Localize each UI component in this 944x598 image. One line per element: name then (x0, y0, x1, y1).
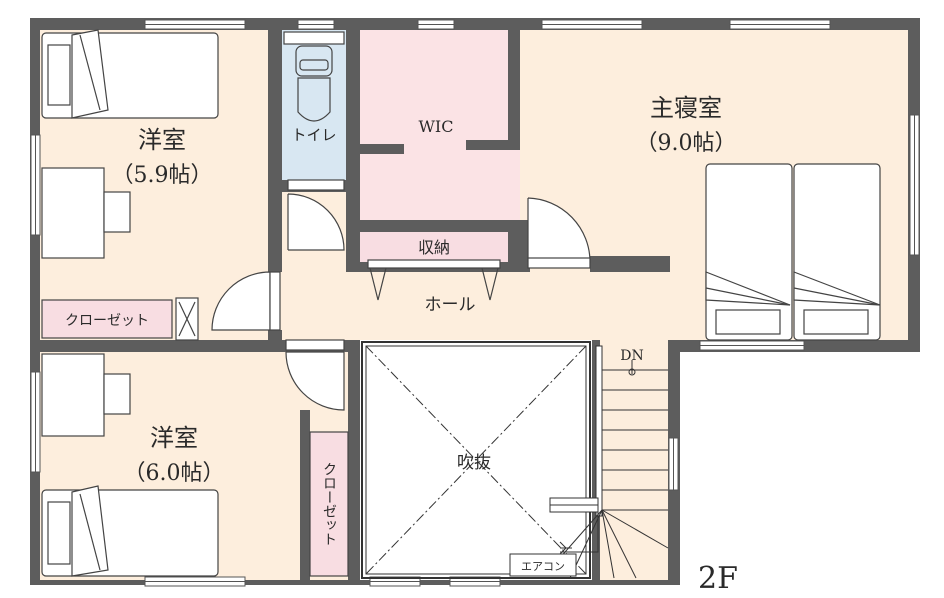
stair-handrail (595, 345, 603, 517)
folding-door (369, 267, 387, 301)
label-closet-2: クローゼット (321, 462, 337, 546)
door-swing-toilet (287, 193, 345, 251)
chair (103, 191, 131, 233)
floor-label: 2F (698, 561, 738, 596)
wall-master-south (590, 256, 670, 272)
door-frame (285, 339, 345, 351)
door-frame (287, 179, 345, 191)
door-swing-w2 (285, 351, 345, 411)
label-void: 吹抜 (457, 453, 491, 473)
floor-storage (360, 232, 508, 262)
pillow (47, 501, 71, 565)
bed-cover-fold (705, 271, 791, 306)
label-closet-1: クローゼット (65, 313, 149, 329)
desk (41, 167, 105, 259)
wall-w2-east (348, 340, 360, 585)
stair-arrow-origin (628, 368, 636, 376)
floor-hall (282, 180, 668, 580)
doors (211, 179, 591, 411)
closets (41, 297, 349, 577)
closet-1 (41, 299, 173, 339)
wall-master-west-stub (520, 220, 530, 272)
wall-w1-south (40, 340, 282, 352)
wall-w1-east (268, 30, 282, 270)
wall-wic-east (508, 30, 520, 150)
wall-toilet-east (346, 30, 360, 272)
label-air-conditioner: エアコン (521, 560, 565, 573)
room-name-western-2: 洋室 (150, 424, 198, 452)
label-hall: ホール (425, 295, 476, 315)
furniture (41, 29, 881, 577)
windows (30, 19, 920, 587)
closet-2 (309, 431, 349, 577)
wall-wic-mid-left (360, 144, 404, 154)
void-area (361, 341, 591, 579)
toilet-tank (283, 31, 345, 45)
void-border (361, 341, 591, 579)
room-name-master: 主寝室 (650, 94, 722, 122)
bed-cover-fold (793, 271, 881, 306)
pillow (803, 309, 869, 335)
room-name-western-1: 洋室 (138, 126, 186, 154)
room-size-master: （9.0帖） (636, 131, 737, 156)
floor-wic (360, 30, 520, 220)
room-size-western-2: （6.0帖） (124, 461, 225, 486)
door-swing-master (527, 197, 591, 263)
room-size-western-1: （5.9帖） (112, 163, 213, 188)
door-frame (527, 257, 591, 269)
chair (103, 373, 131, 415)
storage-door-track (367, 259, 501, 269)
pillow (47, 44, 71, 106)
label-storage: 収納 (418, 238, 450, 257)
void-inner (365, 345, 587, 575)
door-frame (269, 271, 281, 331)
wall-wic-mid-right (466, 140, 520, 150)
pillow (715, 309, 781, 335)
folding-door (481, 267, 499, 301)
wall-w2-east-2 (300, 410, 310, 585)
stairs (549, 345, 669, 579)
wall-storage-top (360, 220, 520, 232)
label-wic: WIC (418, 117, 453, 136)
floor-void (360, 340, 600, 580)
labels: 洋室 （5.9帖） 洋室 （6.0帖） 主寝室 （9.0帖） WIC トイレ 収… (65, 94, 738, 596)
toilet-bowl (297, 77, 331, 122)
wall-wic-east-lower (508, 220, 520, 272)
label-stairs-direction: DN (620, 348, 643, 364)
void-diagonal (365, 345, 587, 575)
label-toilet: トイレ (291, 126, 336, 144)
toilet-lid (299, 59, 329, 71)
toilet-fixture (283, 31, 345, 122)
air-conditioner-box (509, 553, 577, 577)
desk (41, 353, 105, 437)
